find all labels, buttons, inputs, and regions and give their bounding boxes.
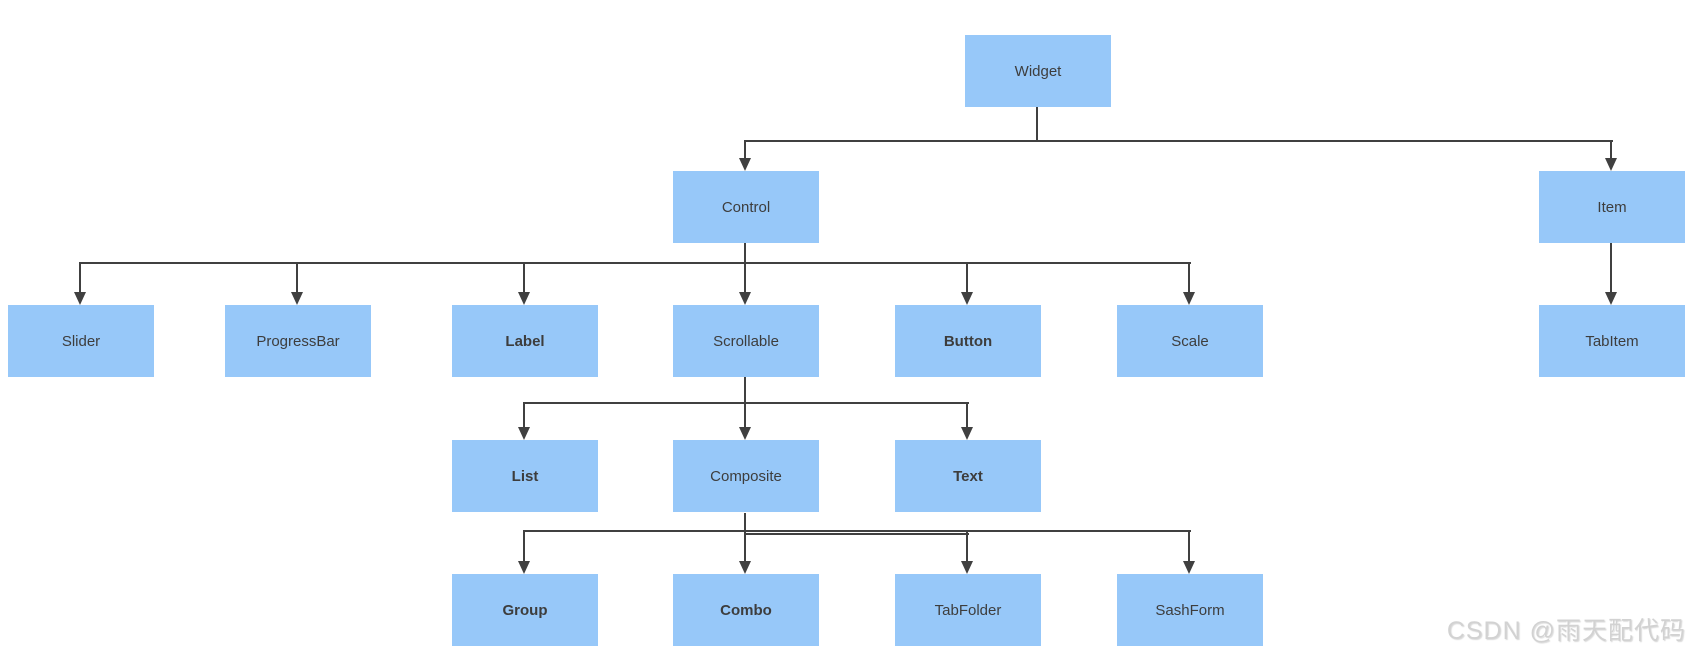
connector-line[interactable] [1188,263,1190,294]
node-scrollable[interactable]: Scrollable [673,305,819,377]
node-scale[interactable]: Scale [1117,305,1263,377]
connector-line[interactable] [744,513,746,532]
connector-arrowhead [518,292,530,305]
connector-line[interactable] [1036,107,1038,142]
connector-arrowhead [961,292,973,305]
node-control[interactable]: Control [673,171,819,243]
connector-line[interactable] [523,403,525,429]
connector-line[interactable] [744,263,746,294]
connector-arrowhead [518,561,530,574]
connector-arrowhead [739,292,751,305]
node-combo[interactable]: Combo [673,574,819,646]
connector-arrowhead [291,292,303,305]
node-tabfolder[interactable]: TabFolder [895,574,1041,646]
connector-line[interactable] [523,530,1191,532]
node-tabitem[interactable]: TabItem [1539,305,1685,377]
connector-line[interactable] [79,262,1191,264]
connector-line[interactable] [1188,531,1190,563]
connector-line[interactable] [79,263,81,294]
connector-arrowhead [739,561,751,574]
node-group[interactable]: Group [452,574,598,646]
node-progressbar[interactable]: ProgressBar [225,305,371,377]
node-composite[interactable]: Composite [673,440,819,512]
connector-arrowhead [1183,561,1195,574]
connector-arrowhead [961,427,973,440]
node-sashform[interactable]: SashForm [1117,574,1263,646]
connector-line[interactable] [523,531,525,563]
connector-line[interactable] [523,263,525,294]
connector-line[interactable] [966,263,968,294]
node-button[interactable]: Button [895,305,1041,377]
node-widget[interactable]: Widget [965,35,1111,107]
connector-line[interactable] [296,263,298,294]
node-slider[interactable]: Slider [8,305,154,377]
connector-line[interactable] [523,402,969,404]
connector-line[interactable] [744,531,746,563]
connector-line[interactable] [744,243,746,264]
connector-line[interactable] [744,533,969,535]
node-item[interactable]: Item [1539,171,1685,243]
connector-line[interactable] [966,403,968,429]
connector-line[interactable] [744,140,1613,142]
connector-arrowhead [74,292,86,305]
connector-line[interactable] [744,141,746,160]
connector-arrowhead [739,158,751,171]
connector-arrowhead [739,427,751,440]
node-text[interactable]: Text [895,440,1041,512]
watermark: CSDN @雨天配代码 [1446,617,1686,645]
connector-arrowhead [1605,158,1617,171]
connector-arrowhead [1183,292,1195,305]
connector-arrowhead [1605,292,1617,305]
node-list[interactable]: List [452,440,598,512]
connector-line[interactable] [744,403,746,429]
connector-arrowhead [518,427,530,440]
connector-line[interactable] [1610,141,1612,160]
connector-line[interactable] [1610,243,1612,294]
connector-arrowhead [961,561,973,574]
connector-line[interactable] [966,531,968,563]
connector-line[interactable] [744,377,746,404]
node-label[interactable]: Label [452,305,598,377]
